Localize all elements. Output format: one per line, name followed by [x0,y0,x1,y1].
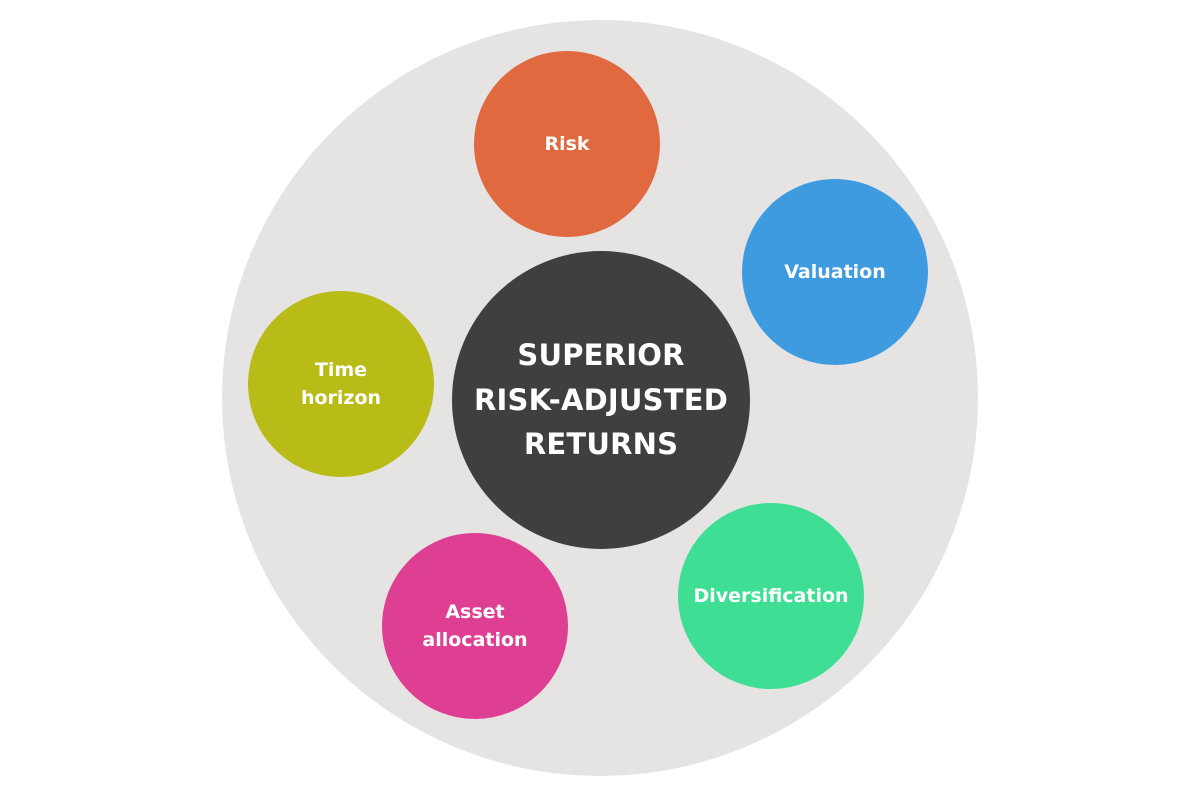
time-horizon-label: Time horizon [300,358,382,410]
center-label: SUPERIOR RISK-ADJUSTED RETURNS [474,337,728,462]
center-circle: SUPERIOR RISK-ADJUSTED RETURNS [452,251,750,549]
asset-allocation-label: Asset allocation [422,600,528,652]
risk-label: Risk [544,132,590,155]
asset-allocation-circle: Asset allocation [382,533,568,719]
diversification-label: Diversification [693,584,849,607]
valuation-label: Valuation [784,260,886,283]
time-horizon-circle: Time horizon [248,291,434,477]
diversification-circle: Diversification [678,503,864,689]
risk-circle: Risk [474,51,660,237]
valuation-circle: Valuation [742,179,928,365]
